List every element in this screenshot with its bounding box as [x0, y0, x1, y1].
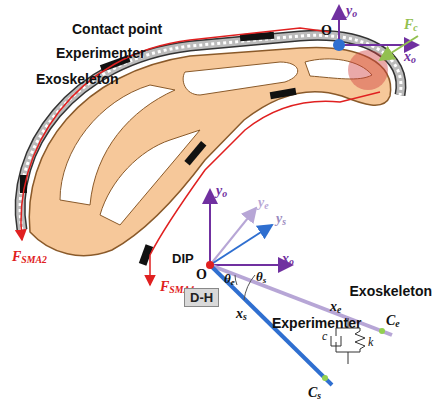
axis — [209, 190, 211, 265]
angle-label: θs — [256, 270, 266, 285]
joint-dot — [206, 261, 214, 269]
bone — [183, 62, 298, 95]
force-label: Fc — [404, 18, 418, 33]
angle-arc — [244, 275, 255, 300]
axis-label: xe — [330, 300, 341, 315]
axis-label: xo — [404, 50, 416, 65]
axis-label: ys — [276, 212, 286, 227]
axis-label: xs — [236, 307, 247, 322]
sma-cable — [21, 28, 330, 240]
contact-dot — [333, 39, 345, 51]
bone — [100, 130, 200, 225]
angle-arc — [235, 275, 237, 285]
point-dot — [322, 375, 328, 381]
sma-cable — [150, 92, 380, 285]
axis-label: xo — [282, 252, 294, 267]
axis — [210, 264, 292, 266]
part-label: Experimenter — [56, 46, 145, 60]
axis-label: ye — [258, 196, 269, 211]
point-label: Cs — [308, 386, 321, 401]
frame-box: D-H — [184, 288, 219, 307]
part-label: Experimenter — [272, 316, 361, 330]
axis-label: yo — [346, 4, 357, 19]
exoskeleton-link — [210, 265, 392, 335]
angle-label: θe — [224, 272, 235, 287]
contact-region — [348, 50, 388, 90]
frame-label: D-H — [190, 290, 213, 305]
point-label: Ce — [386, 314, 400, 329]
strap — [20, 32, 296, 266]
force-label: FSMA2 — [12, 250, 47, 265]
origin-label: O — [321, 24, 332, 38]
axis — [210, 208, 256, 265]
part-label: Contact point — [72, 22, 162, 36]
origin-label: O — [196, 268, 207, 282]
axis-label: yo — [216, 184, 227, 199]
damper-label: c — [322, 330, 327, 342]
joint-label: DIP — [172, 252, 194, 265]
part-label: Exoskeleton — [36, 72, 118, 86]
spring-label: k — [368, 336, 373, 348]
axis — [210, 225, 272, 265]
part-label: Exoskeleton — [350, 284, 432, 298]
point-dot — [379, 328, 385, 334]
